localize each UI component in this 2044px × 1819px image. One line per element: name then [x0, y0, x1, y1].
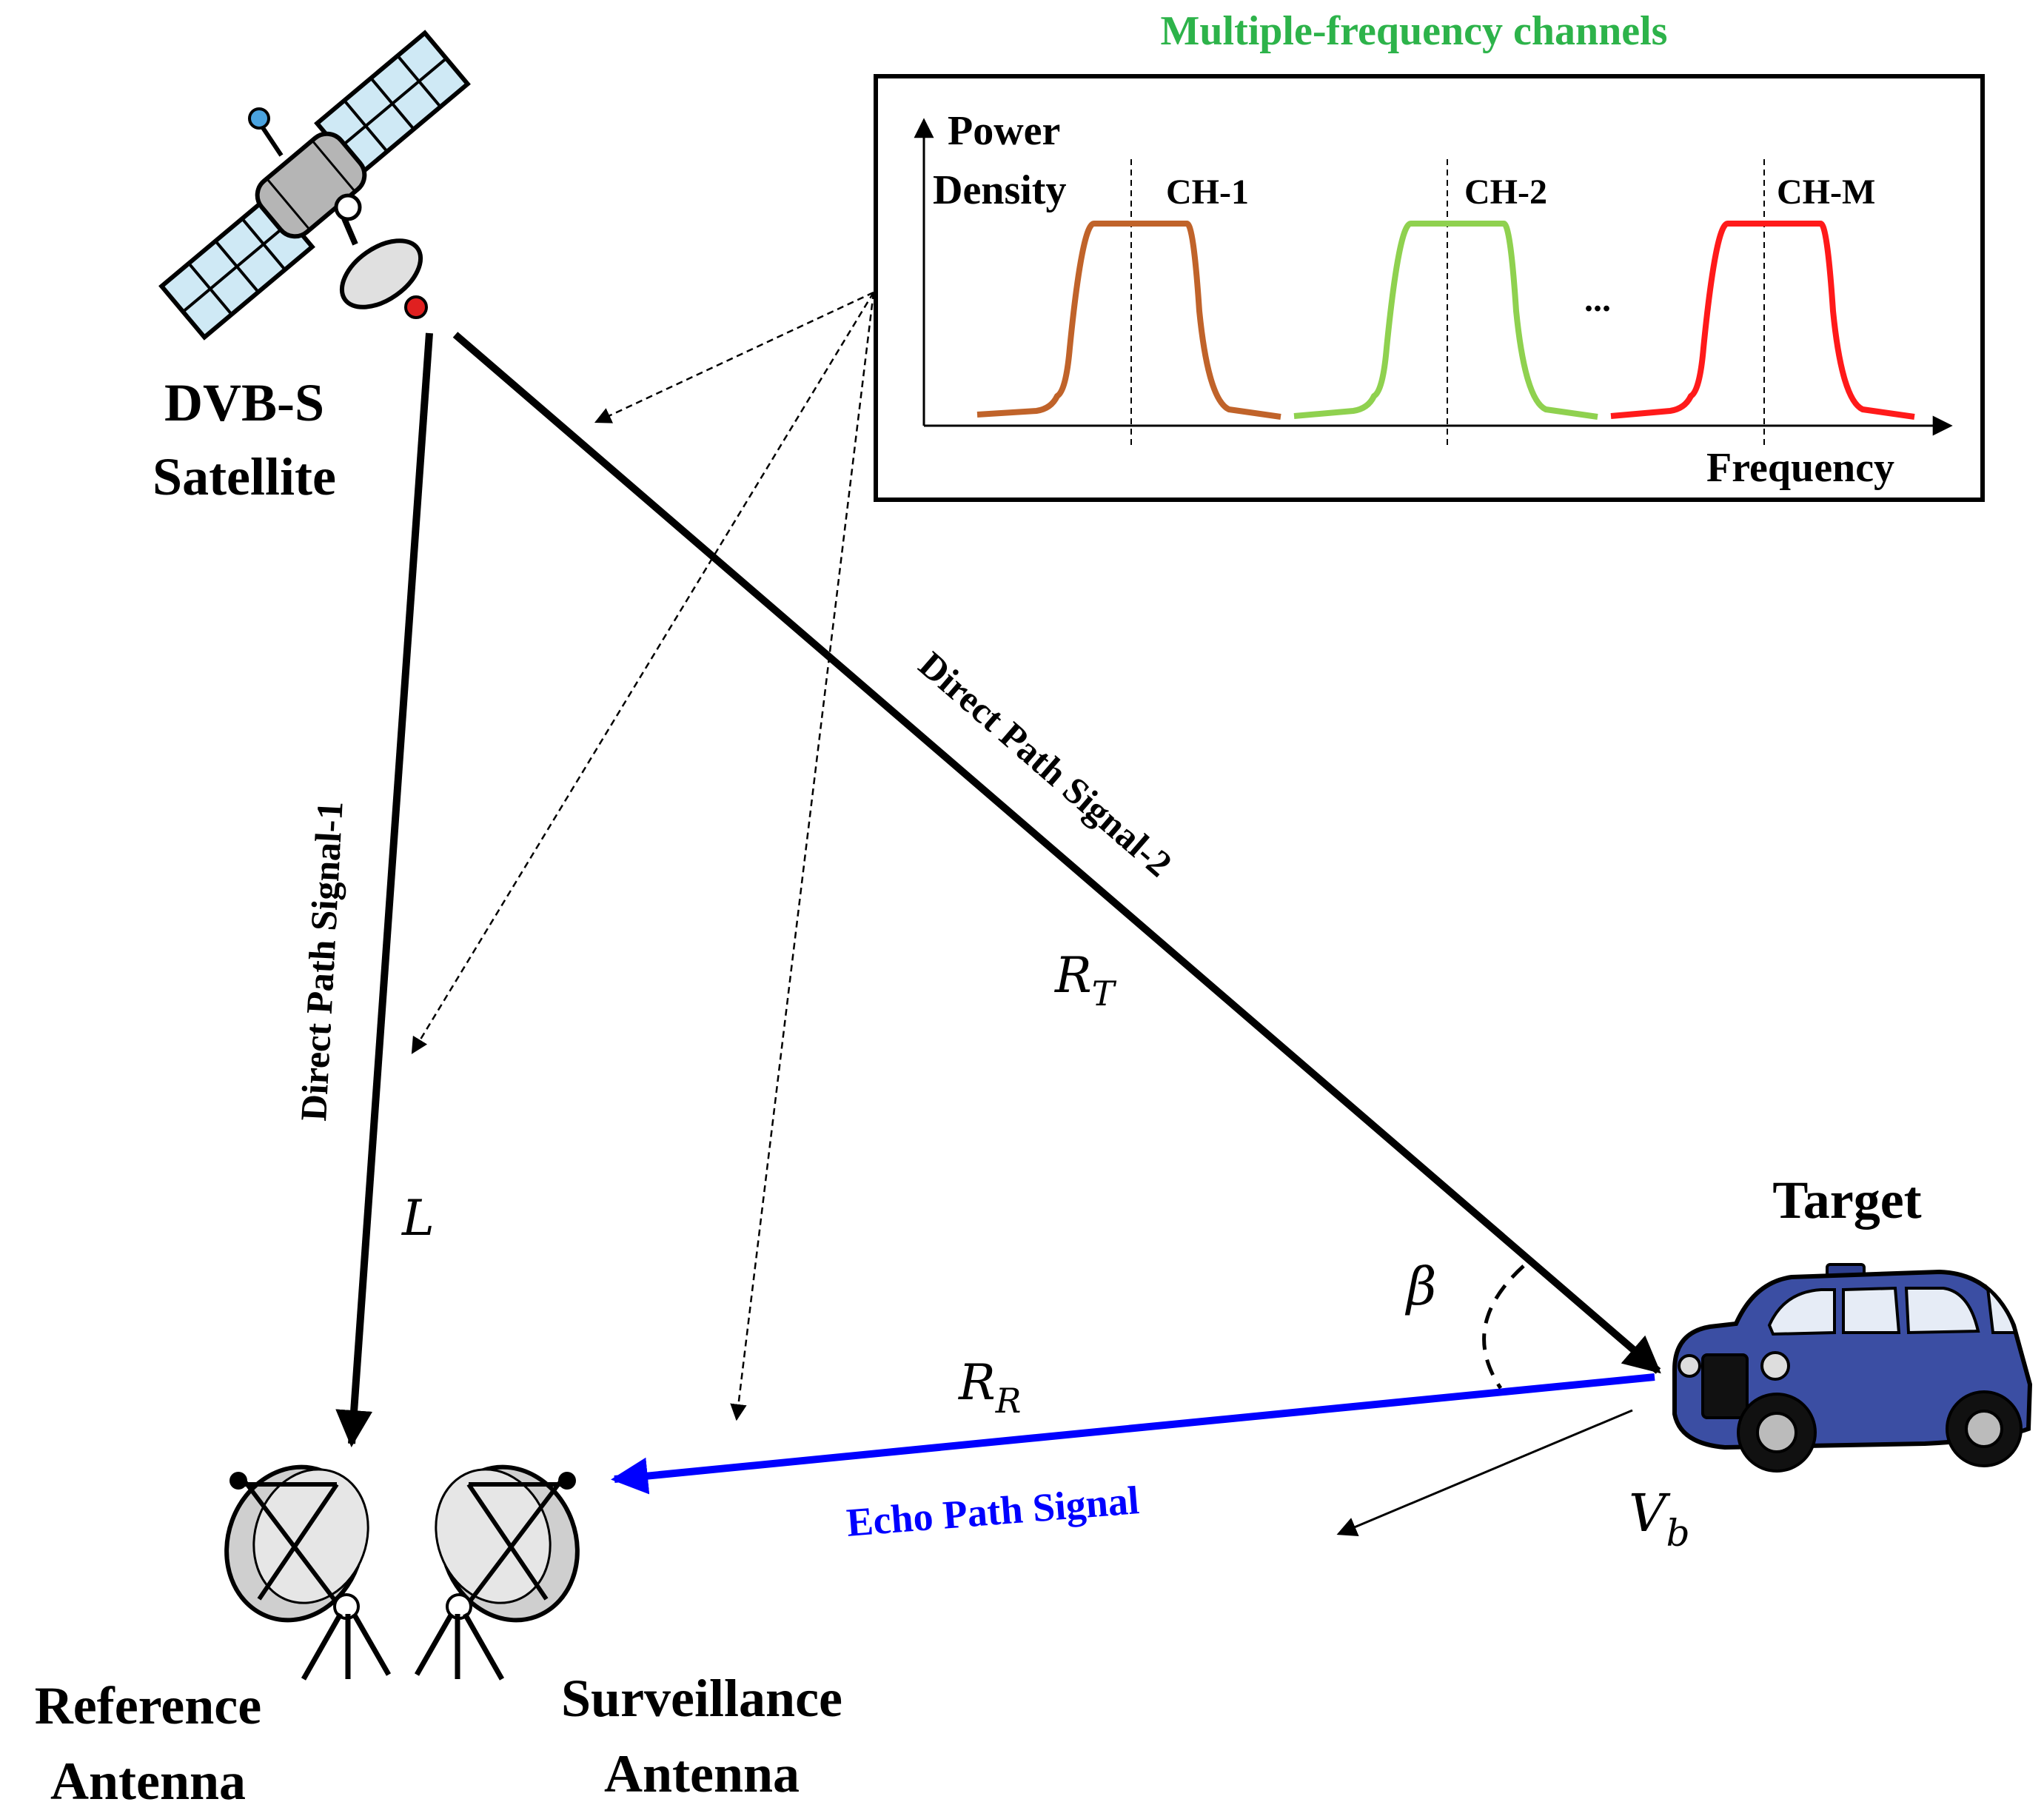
- chm-spectrum: [1610, 221, 1915, 420]
- inset-y-label-power: Power: [948, 108, 1060, 154]
- dashed-arrow-2: [411, 292, 875, 1054]
- reference-antenna-label-line1: Reference: [35, 1676, 261, 1735]
- echo-path-line: [611, 1373, 1655, 1495]
- direct-path-1-label: Direct Path Signal-1: [292, 800, 351, 1122]
- inset-frame: [874, 74, 1985, 502]
- ch2-spectrum: [1293, 221, 1598, 420]
- satellite-label-line1: DVB-S: [164, 373, 324, 432]
- surveillance-antenna-icon: [414, 1464, 580, 1681]
- symbol-L: L: [401, 1190, 435, 1247]
- inset-title: Multiple-frequency channels: [1161, 8, 1668, 54]
- satellite-icon: [158, 30, 471, 341]
- reference-antenna-icon: [224, 1464, 392, 1681]
- echo-path-label: Echo Path Signal: [845, 1478, 1141, 1545]
- taxi-car-icon: [1672, 1263, 2033, 1473]
- target-label: Target: [1772, 1170, 1921, 1230]
- reference-antenna-label-line2: Antenna: [50, 1752, 246, 1811]
- dashed-arrow-3: [730, 292, 875, 1421]
- velocity-arrow: [1336, 1409, 1633, 1537]
- symbol-beta: β: [1404, 1256, 1436, 1317]
- ch1-spectrum: [976, 221, 1281, 420]
- satellite-label-line2: Satellite: [153, 447, 336, 506]
- channel-ellipsis: ...: [1584, 280, 1611, 319]
- direct-path-1-line: [335, 332, 433, 1447]
- direct-path-2-line: [452, 332, 1661, 1374]
- symbol-RT: RT: [1054, 947, 1117, 1014]
- beta-angle-arc: [1482, 1264, 1525, 1390]
- symbol-RR: RR: [958, 1354, 1021, 1421]
- ch1-label: CH-1: [1166, 172, 1249, 212]
- ch2-label: CH-2: [1464, 172, 1547, 212]
- surveillance-antenna-label-line2: Antenna: [604, 1744, 800, 1803]
- inset-x-label: Frequency: [1706, 445, 1894, 491]
- symbol-Vb: Vb: [1629, 1483, 1690, 1555]
- surveillance-antenna-label-line1: Surveillance: [561, 1669, 842, 1728]
- chm-label: CH-M: [1777, 172, 1875, 212]
- dashed-arrow-1: [594, 291, 874, 423]
- inset-y-label-density: Density: [933, 167, 1066, 213]
